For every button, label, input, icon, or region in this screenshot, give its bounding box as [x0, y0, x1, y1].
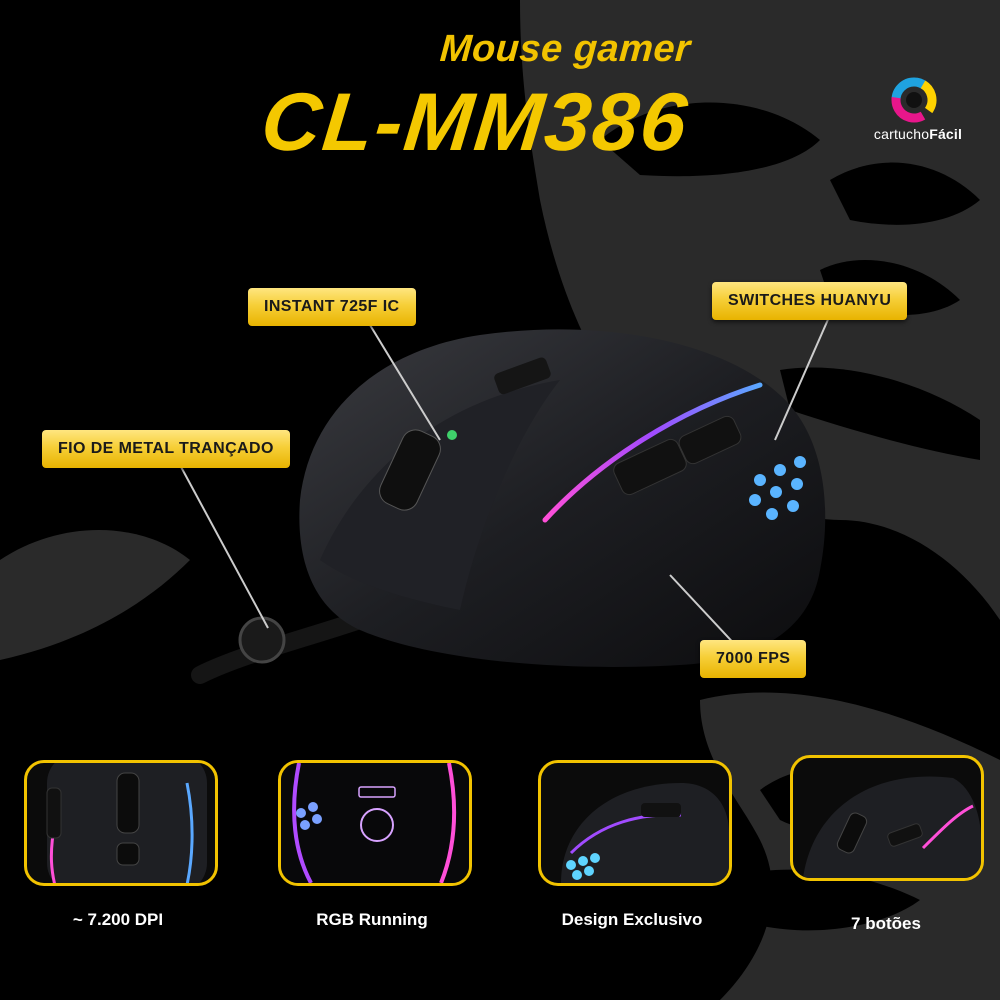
mouse-side-image: [561, 783, 729, 883]
honeycomb-leds: [749, 456, 806, 520]
callout-line-switches: [774, 314, 831, 441]
feature-thumb-rgb: [278, 760, 472, 886]
feature-thumb-dpi: [24, 760, 218, 886]
brand-name-regular: cartucho: [873, 126, 930, 142]
rgb-strip: [542, 382, 763, 523]
wheel-led: [447, 430, 457, 440]
brand-logo: cartuchoFácil: [858, 76, 978, 156]
mouse-top-view-image: [46, 763, 207, 883]
feature-caption-design: Design Exclusivo: [561, 910, 703, 929]
mouse-rgb-image: [281, 763, 469, 883]
feature-thumb-buttons: [790, 755, 984, 881]
mouse-left-click: [320, 380, 560, 610]
side-button-front: [613, 438, 687, 496]
callout-line-fps: [669, 574, 741, 651]
callout-line-ic: [369, 324, 441, 441]
scroll-wheel: [379, 429, 441, 511]
brand-ring-icon: [891, 77, 937, 123]
side-button-back: [678, 415, 742, 465]
feature-caption-dpi: ~ 7.200 DPI: [72, 910, 164, 929]
callout-braided-cable: FIO DE METAL TRANÇADO: [42, 430, 290, 468]
callout-instant-ic: INSTANT 725F IC: [248, 288, 416, 326]
callout-fps: 7000 FPS: [700, 640, 807, 678]
brand-name: cartuchoFácil: [858, 126, 978, 142]
brand-name-bold: Fácil: [929, 126, 963, 142]
callout-switches-huanyu: SWITCHES HUANYU: [712, 282, 908, 320]
callout-line-cable: [179, 464, 269, 629]
mouse-buttons-image: [803, 776, 981, 878]
feature-thumb-design: [538, 760, 732, 886]
feature-caption-rgb: RGB Running: [316, 910, 428, 929]
cable-ferrite: [238, 616, 286, 664]
feature-caption-buttons: 7 botões: [851, 914, 921, 933]
dpi-button: [494, 357, 551, 395]
